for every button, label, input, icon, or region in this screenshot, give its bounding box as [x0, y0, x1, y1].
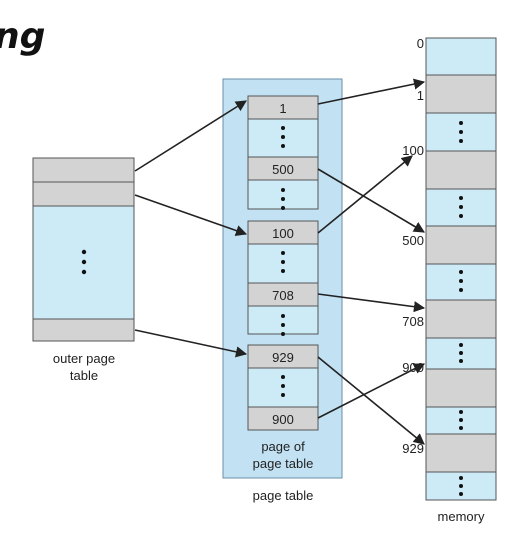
page-of-page-table-3: 929 900 — [247, 344, 319, 431]
ellipsis-dots — [81, 249, 87, 275]
page-table-entry-value: 929 — [272, 350, 294, 365]
arrow-entry-900-to-memory — [317, 363, 425, 419]
page-table-entry — [247, 95, 319, 120]
arrow-outer-to-page-1 — [134, 100, 247, 172]
memory-frame — [425, 150, 497, 190]
memory-frame — [425, 433, 497, 473]
arrow-entry-929-to-memory — [317, 356, 425, 445]
outer-table-label-line2: table — [70, 368, 98, 383]
page-table-entry — [247, 156, 319, 181]
memory-frame — [425, 225, 497, 265]
page-table-entry — [247, 406, 319, 431]
arrow-outer-to-page-2 — [134, 194, 248, 236]
ellipsis-dots — [281, 314, 285, 336]
outer-table-entry — [32, 157, 135, 183]
title-fragment: ng — [0, 16, 45, 57]
page-table-entry-value: 708 — [272, 288, 294, 303]
memory-address: 1 — [417, 88, 424, 103]
memory-column: 0 1 100 500 708 900 929 — [402, 36, 497, 501]
ellipsis-dots — [281, 375, 285, 397]
memory-address: 929 — [402, 441, 424, 456]
page-table-panel: 1 500 100 708 929 900 page of page table — [222, 78, 343, 479]
outer-table-entry — [32, 318, 135, 342]
ellipsis-dots — [281, 251, 285, 273]
pointer-arrows — [134, 78, 426, 445]
memory-body — [425, 37, 497, 501]
page-table-label: page table — [253, 488, 314, 503]
memory-address: 500 — [402, 233, 424, 248]
memory-address: 708 — [402, 314, 424, 329]
memory-frame — [425, 299, 497, 339]
page-of-page-table-2: 100 708 — [247, 220, 319, 336]
memory-frame — [425, 74, 497, 114]
ellipsis-dots — [281, 126, 285, 148]
ellipsis-dots — [459, 121, 463, 496]
page-table-entry-value: 100 — [272, 226, 294, 241]
memory-label: memory — [438, 509, 485, 524]
memory-address: 100 — [402, 143, 424, 158]
page-table-entry — [247, 344, 319, 369]
page-of-page-table-1: 1 500 — [247, 95, 319, 210]
arrow-entry-708-to-memory — [317, 293, 426, 313]
memory-frame — [425, 368, 497, 408]
memory-address: 0 — [417, 36, 424, 51]
arrow-outer-to-page-3 — [134, 329, 248, 358]
page-table-entry-value: 900 — [272, 412, 294, 427]
ellipsis-dots — [281, 188, 285, 210]
outer-table-label-line1: outer page — [53, 351, 115, 366]
page-table-entry-value: 500 — [272, 162, 294, 177]
arrow-entry-500-to-memory — [317, 168, 425, 233]
outer-page-table: outer page table — [32, 157, 135, 383]
arrow-entry-1-to-memory — [317, 78, 426, 105]
page-of-page-table-label-line2: page table — [253, 456, 314, 471]
outer-table-entry — [32, 181, 135, 207]
page-table-entry-value: 1 — [279, 101, 286, 116]
arrow-entry-100-to-memory — [317, 155, 413, 234]
page-of-page-table-label-line1: page of — [261, 439, 305, 454]
